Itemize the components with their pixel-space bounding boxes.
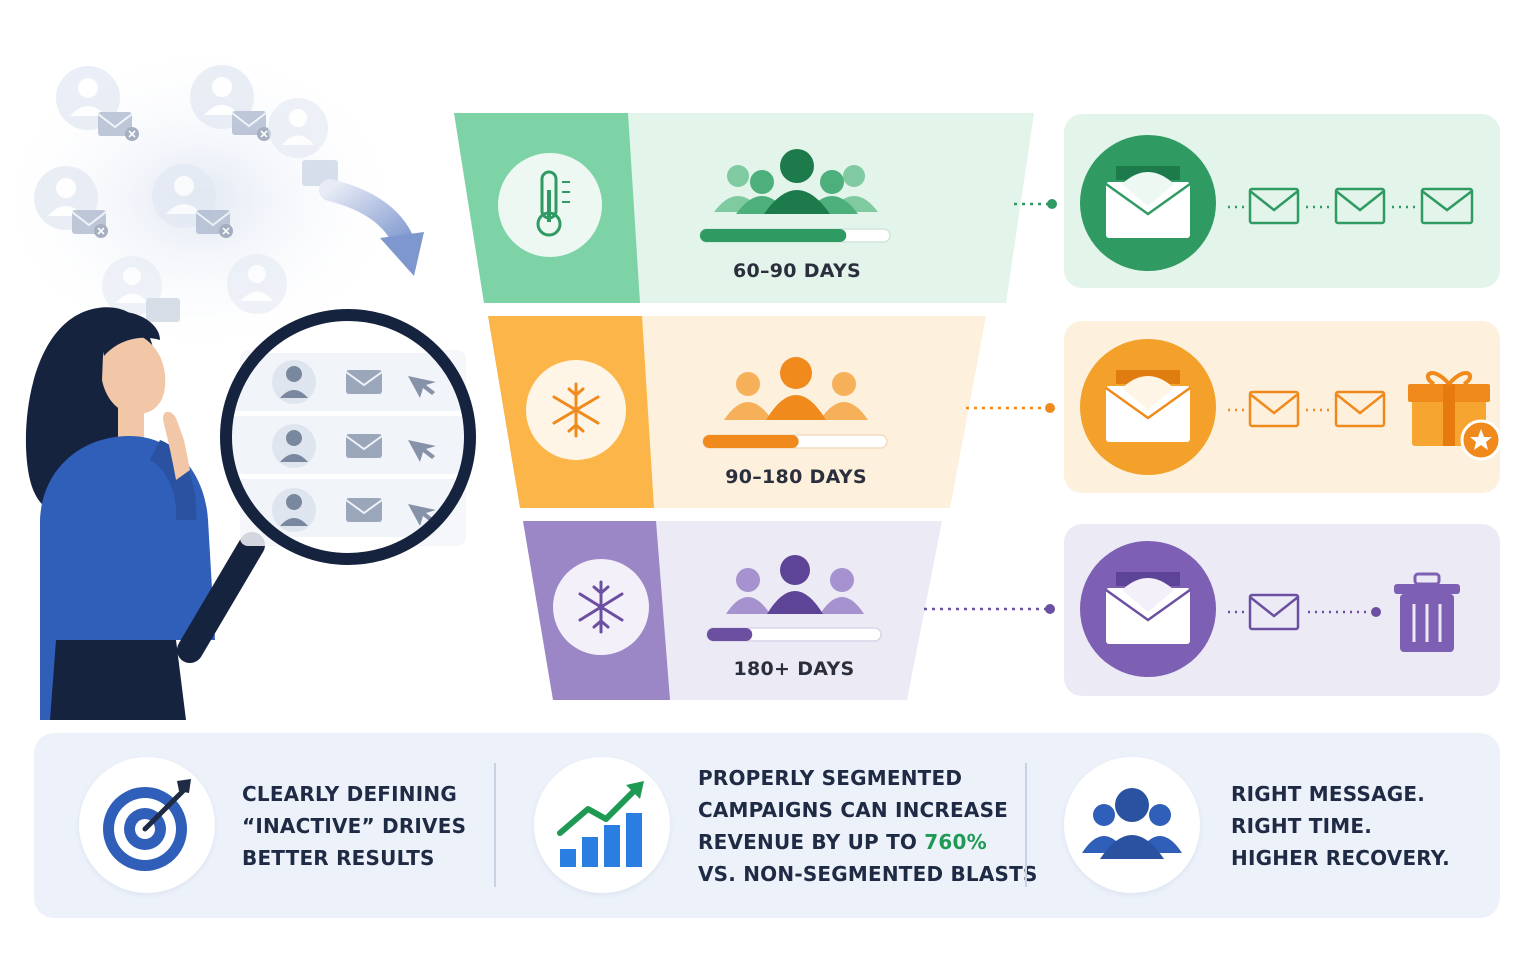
insight-text-recovery: RIGHT MESSAGE. RIGHT TIME. HIGHER RECOVE…	[1231, 778, 1450, 874]
contact-row	[272, 360, 436, 404]
insight-line: VS. NON-SEGMENTED BLASTS	[698, 862, 1038, 886]
thermometer-icon	[536, 170, 570, 237]
insight-icon-circle	[534, 757, 670, 893]
open-envelope-icon	[1105, 370, 1191, 442]
tier-connector	[966, 403, 1055, 413]
envelope-icon	[1248, 593, 1300, 631]
woman-illustration	[25, 307, 215, 720]
banner-divider	[1025, 763, 1027, 887]
insight-line: CLEARLY DEFINING	[242, 782, 457, 806]
tier-range-label: 90–180 DAYS	[725, 466, 867, 488]
insight-line: REVENUE BY UP TO 760%	[698, 826, 1038, 858]
insight-line: RIGHT TIME.	[1231, 814, 1373, 838]
audience-group-icon	[726, 555, 864, 614]
inactive-user-icon	[152, 164, 233, 238]
insight-line: HIGHER RECOVERY.	[1231, 846, 1450, 870]
inactive-user-icon	[56, 66, 139, 141]
trash-icon	[1394, 572, 1460, 652]
open-envelope-icon	[1105, 572, 1191, 644]
insight-line: BETTER RESULTS	[242, 846, 435, 870]
inactive-user-icon	[190, 65, 271, 141]
email-flow-panel-purple	[1064, 524, 1500, 696]
envelope-icon	[1248, 187, 1300, 225]
revenue-increase-highlight: 760%	[924, 830, 987, 854]
contact-row	[272, 488, 436, 532]
inactive-contacts-cloud	[0, 40, 424, 360]
inactive-user-icon	[268, 98, 328, 158]
funnel-tier-180-plus	[523, 521, 942, 700]
envelope-icon	[1248, 390, 1300, 428]
envelope-icon	[1420, 187, 1474, 225]
audience-group-icon	[1082, 788, 1182, 859]
email-flow-panel-orange	[1064, 321, 1502, 493]
open-envelope-icon	[1105, 166, 1191, 238]
inactive-user-icon	[227, 254, 287, 314]
target-icon	[103, 779, 191, 871]
key-insights-banner	[34, 733, 1500, 918]
audience-group-icon	[724, 357, 868, 420]
insight-text-revenue: PROPERLY SEGMENTED CAMPAIGNS CAN INCREAS…	[698, 762, 1038, 890]
snowflake-icon	[578, 580, 624, 634]
envelope-icon	[1334, 187, 1386, 225]
magnifying-glass-icon	[177, 309, 476, 663]
tier-connector	[924, 604, 1055, 614]
snowflake-icon	[552, 382, 600, 438]
insight-line: RIGHT MESSAGE.	[1231, 782, 1426, 806]
tier-range-label: 180+ DAYS	[733, 658, 855, 680]
tier-connector	[1014, 199, 1057, 209]
funnel-tier-60-90	[454, 113, 1034, 303]
envelope-icon	[1334, 390, 1386, 428]
tier-range-label: 60–90 DAYS	[732, 260, 862, 282]
audience-group-icon	[714, 149, 878, 214]
progress-fill	[703, 435, 799, 448]
inactive-user-icon	[102, 256, 180, 322]
gift-icon	[1408, 371, 1502, 461]
insight-icon-circle	[79, 757, 215, 893]
insight-icon-circle	[1064, 757, 1200, 893]
insight-text-definition: CLEARLY DEFINING “INACTIVE” DRIVES BETTE…	[242, 778, 466, 874]
growth-chart-icon	[557, 781, 644, 867]
insight-line-prefix: REVENUE BY UP TO	[698, 830, 925, 854]
insight-line: PROPERLY SEGMENTED	[698, 766, 963, 790]
email-flow-panel-green	[1064, 114, 1500, 288]
banner-divider	[494, 763, 496, 887]
insight-line: CAMPAIGNS CAN INCREASE	[698, 798, 1009, 822]
progress-fill	[700, 229, 847, 242]
insight-line: “INACTIVE” DRIVES	[242, 814, 467, 838]
contact-row	[272, 424, 436, 468]
funnel-tier-90-180	[488, 316, 986, 508]
progress-fill	[707, 628, 753, 641]
inactive-user-icon	[34, 166, 108, 238]
